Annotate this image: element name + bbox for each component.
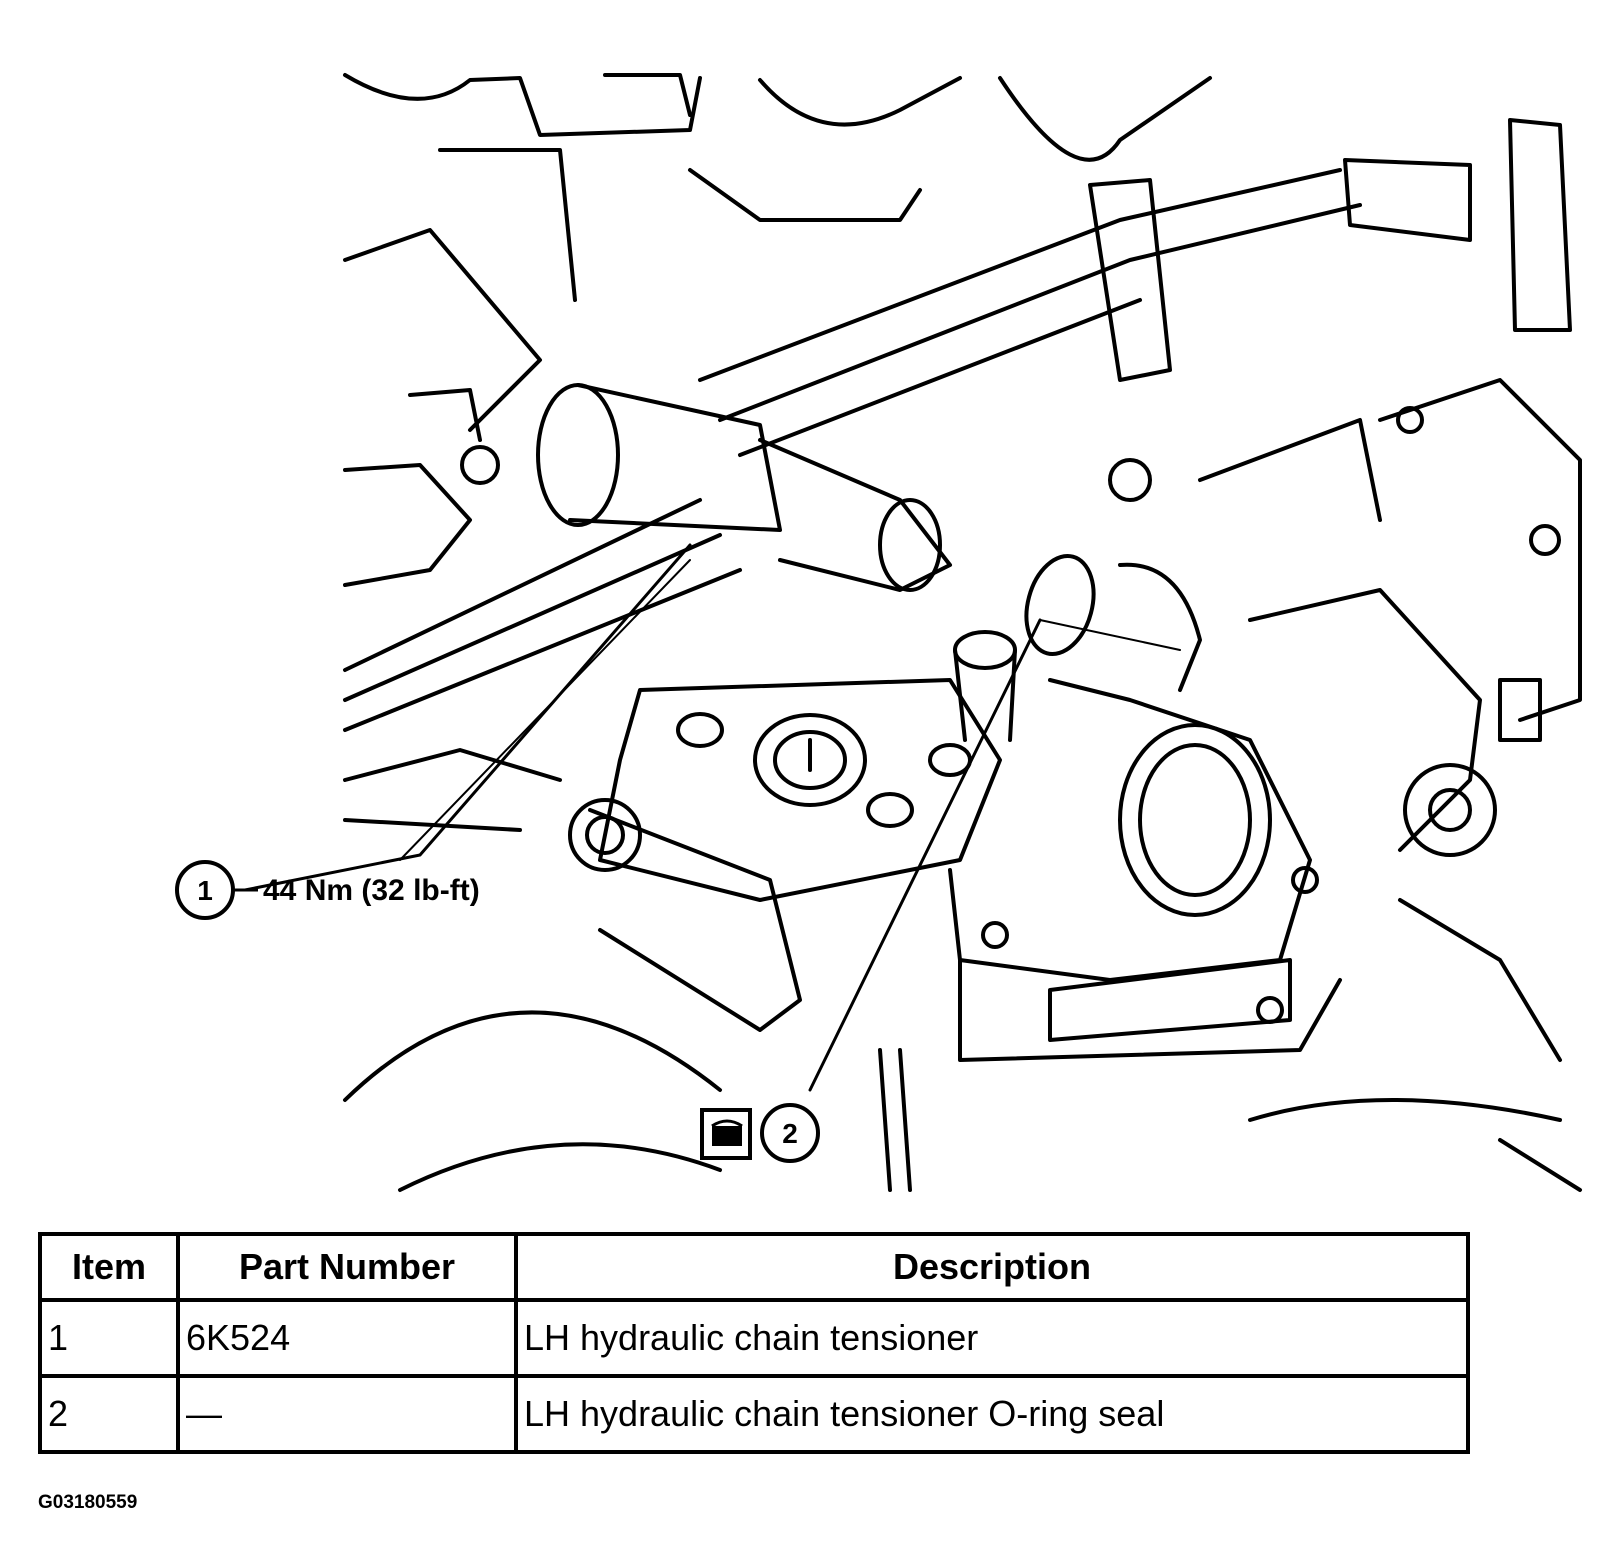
engine-line-drawing: 1 44 Nm (32 lb-ft) 2 <box>175 73 1582 1192</box>
torque-spec-label: 44 Nm (32 lb-ft) <box>263 874 480 907</box>
callout-1: 1 44 Nm (32 lb-ft) <box>175 860 480 920</box>
callout-2-number: 2 <box>782 1118 798 1149</box>
cell-part-number: — <box>176 1374 518 1454</box>
cell-description: LH hydraulic chain tensioner <box>514 1298 1470 1378</box>
table-header-row: Item Part Number Description <box>38 1232 1470 1302</box>
table-row: 2 — LH hydraulic chain tensioner O-ring … <box>38 1374 1470 1454</box>
cell-item: 2 <box>38 1374 180 1454</box>
header-item: Item <box>38 1232 180 1302</box>
callout-1-number: 1 <box>197 875 213 906</box>
cell-item: 1 <box>38 1298 180 1378</box>
cell-part-number: 6K524 <box>176 1298 518 1378</box>
figure-id: G03180559 <box>38 1492 138 1513</box>
header-description: Description <box>514 1232 1470 1302</box>
table-row: 1 6K524 LH hydraulic chain tensioner <box>38 1298 1470 1378</box>
header-part-number: Part Number <box>176 1232 518 1302</box>
parts-table: Item Part Number Description 1 6K524 LH … <box>38 1232 1470 1454</box>
sealant-icon <box>700 1108 752 1160</box>
cell-description: LH hydraulic chain tensioner O-ring seal <box>514 1374 1470 1454</box>
callout-2: 2 <box>760 1103 820 1163</box>
